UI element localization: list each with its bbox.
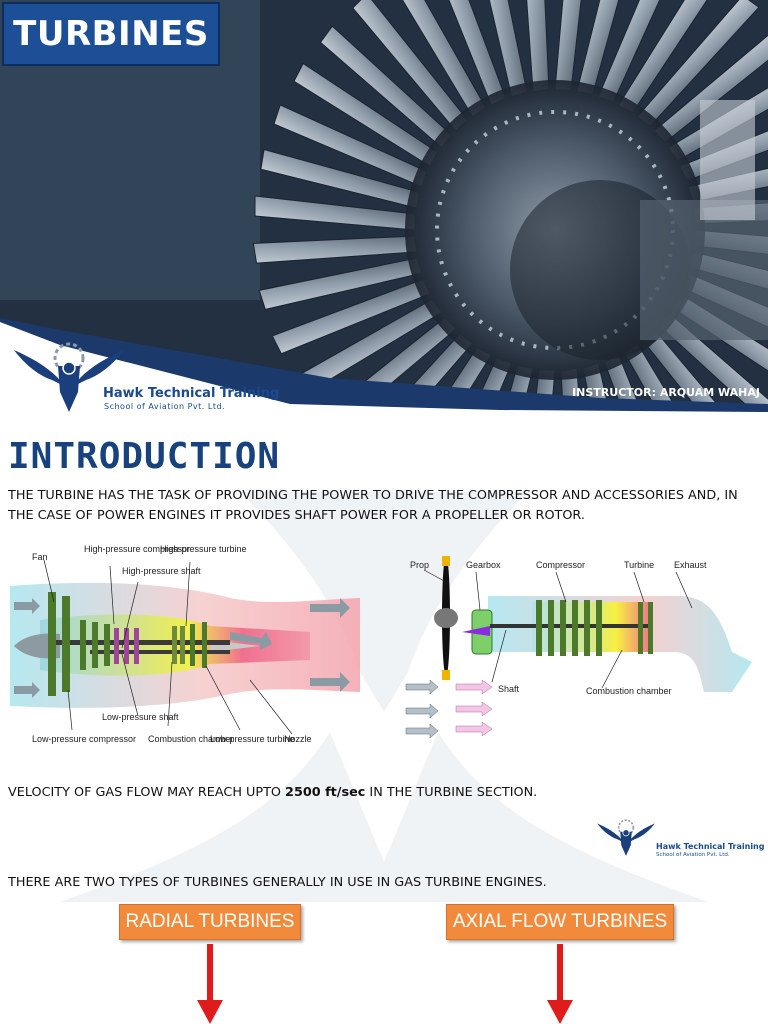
header-banner: TURBINES INSTRUCTOR: ARQUAM WAHAJ Hawk T… xyxy=(0,0,768,432)
types-statement: THERE ARE TWO TYPES OF TURBINES GENERALL… xyxy=(8,875,547,890)
brand-subtitle: School of Aviation Pvt. Ltd. xyxy=(104,402,226,411)
title-box: TURBINES xyxy=(2,2,220,66)
hawk-logo-icon xyxy=(14,342,124,412)
label-gearbox: Gearbox xyxy=(466,560,501,570)
label-lp-turbine: Low-pressure turbine xyxy=(210,734,295,744)
label-shaft: Shaft xyxy=(498,684,520,694)
label-combustion-chamber: Combustion chamber xyxy=(586,686,672,696)
section-heading: INTRODUCTION xyxy=(8,436,281,477)
down-arrow-icon xyxy=(197,944,223,1024)
watermark-logo xyxy=(60,492,708,902)
label-exhaust: Exhaust xyxy=(674,560,707,570)
velocity-prefix: VELOCITY OF GAS FLOW MAY REACH UPTO xyxy=(8,785,286,800)
label-lp-shaft: Low-pressure shaft xyxy=(102,712,179,722)
label-hp-turbine: High-pressure turbine xyxy=(160,544,247,554)
label-combustion: Combustion chamber xyxy=(148,734,234,744)
label-turbine: Turbine xyxy=(624,560,654,570)
down-arrow-icon xyxy=(547,944,573,1024)
turboprop-diagram: Prop Gearbox Compressor Turbine Exhaust … xyxy=(405,556,752,739)
label-lp-compressor: Low-pressure compressor xyxy=(32,734,136,744)
brand-name: Hawk Technical Training xyxy=(103,386,280,401)
page-title: TURBINES xyxy=(13,14,209,54)
turbofan-diagram: Fan High-pressure compressor High-pressu… xyxy=(10,544,360,744)
label-compressor: Compressor xyxy=(536,560,585,570)
velocity-suffix: IN THE TURBINE SECTION. xyxy=(365,785,538,800)
hawk-logo-small-icon xyxy=(597,819,655,856)
instructor-label: INSTRUCTOR: ARQUAM WAHAJ xyxy=(572,386,760,399)
label-prop: Prop xyxy=(410,560,429,570)
axial-flow-turbines-box: AXIAL FLOW TURBINES xyxy=(446,904,674,940)
velocity-value: 2500 ft/sec xyxy=(285,785,366,800)
radial-turbines-box: RADIAL TURBINES xyxy=(119,904,301,940)
label-nozzle: Nozzle xyxy=(284,734,312,744)
label-hp-shaft: High-pressure shaft xyxy=(122,566,201,576)
label-hp-compressor: High-pressure compressor xyxy=(84,544,190,554)
brand-subtitle-small: School of Aviation Pvt. Ltd. xyxy=(656,852,730,858)
velocity-statement: VELOCITY OF GAS FLOW MAY REACH UPTO 2500… xyxy=(8,785,537,800)
label-fan: Fan xyxy=(32,552,48,562)
header-wedge xyxy=(0,318,768,432)
brand-name-small: Hawk Technical Training xyxy=(656,842,765,851)
intro-paragraph: THE TURBINE HAS THE TASK OF PROVIDING TH… xyxy=(8,488,738,523)
